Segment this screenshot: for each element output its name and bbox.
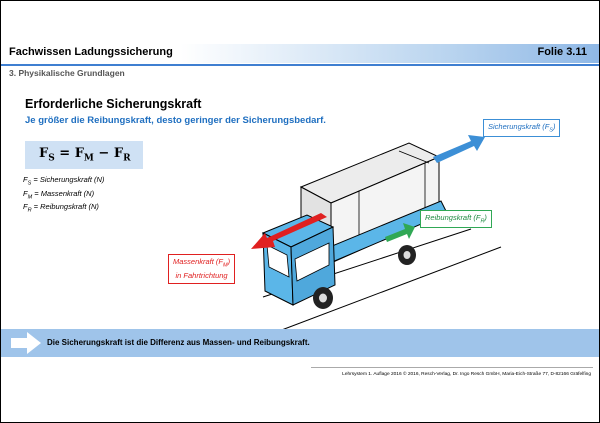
formula-legend: FS = Sicherungskraft (N) FM = Massenkraf… xyxy=(23,175,104,216)
page-subtitle: Je größer die Reibungskraft, desto gerin… xyxy=(25,115,326,126)
page-heading: Erforderliche Sicherungskraft xyxy=(25,97,202,111)
inertial-force-arrow xyxy=(251,213,327,249)
legend-item-fr: FR = Reibungskraft (N) xyxy=(23,202,99,214)
header-bar xyxy=(1,44,599,63)
truck-wheels xyxy=(313,245,416,309)
summary-band: Die Sicherungskraft ist die Differenz au… xyxy=(1,329,599,357)
legend-item-fs: FS = Sicherungskraft (N) xyxy=(23,175,105,187)
formula: FS = FM − FR xyxy=(39,146,131,164)
summary-statement: Die Sicherungskraft ist die Differenz au… xyxy=(47,338,310,347)
section-title: 3. Physikalische Grundlagen xyxy=(9,68,125,78)
friction-force-arrow xyxy=(385,223,415,242)
legend-item-fm: FM = Massenkraft (N) xyxy=(23,188,95,201)
footer-copyright: Lehrsystem 1. Auflage 2016 © 2016, Resch… xyxy=(342,372,591,377)
friction-force-label: Reibungskraft (FR) xyxy=(420,210,492,228)
securing-force-arrow xyxy=(433,135,485,163)
slide-number: Folie 3.11 xyxy=(537,46,587,58)
header-divider xyxy=(1,64,599,66)
formula-box: FS = FM − FR xyxy=(25,141,143,169)
inertial-force-label: Massenkraft (FM) in Fahrtrichtung xyxy=(168,254,236,284)
footer-divider xyxy=(311,367,593,368)
securing-force-label: Sicherungskraft (FS) xyxy=(483,119,561,137)
truck-cab xyxy=(261,214,336,306)
arrow-right-icon xyxy=(11,332,41,354)
road-line xyxy=(278,246,502,332)
course-title: Fachwissen Ladungssicherung xyxy=(9,46,173,58)
